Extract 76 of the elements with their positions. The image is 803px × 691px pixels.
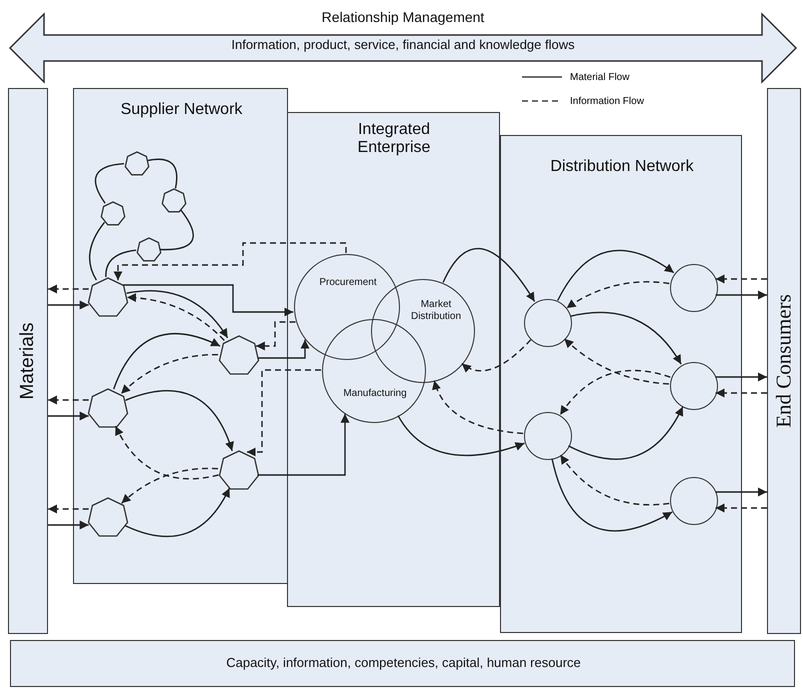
flow-arrow bbox=[48, 520, 89, 530]
flow-arrow bbox=[716, 504, 767, 512]
enterprise-panel bbox=[287, 112, 500, 607]
flow-arrow bbox=[557, 250, 674, 301]
heptagon-node bbox=[125, 152, 149, 176]
flow-arrow bbox=[442, 248, 536, 302]
flow-arrow bbox=[120, 354, 218, 394]
flow-arrow bbox=[48, 412, 89, 420]
flow-arrow bbox=[257, 414, 350, 476]
flow-arrow bbox=[113, 332, 220, 390]
heptagon-node bbox=[88, 278, 128, 318]
connector-line bbox=[105, 250, 136, 277]
panel-title: Supplier Network bbox=[120, 101, 244, 120]
connector-line bbox=[88, 222, 106, 280]
band-label: Materials bbox=[17, 322, 39, 400]
flow-arrow bbox=[716, 388, 767, 398]
circle-node bbox=[670, 264, 718, 312]
legend-label: Information Flow bbox=[570, 96, 644, 106]
flow-arrow bbox=[716, 488, 767, 496]
flow-arrow bbox=[568, 406, 684, 460]
heptagon-node bbox=[219, 336, 259, 376]
flow-arrow bbox=[570, 312, 682, 364]
circle-node bbox=[294, 254, 400, 360]
flow-arrow bbox=[551, 458, 673, 532]
flow-arrow bbox=[48, 284, 89, 294]
flow-arrow bbox=[716, 274, 767, 284]
heptagon-node bbox=[162, 189, 186, 213]
legend-label: Material Flow bbox=[570, 72, 630, 82]
flow-arrow bbox=[48, 504, 89, 514]
band-text: Capacity, information, competencies, capital, human resource bbox=[225, 656, 582, 671]
circle-node bbox=[322, 319, 426, 423]
flow-arrow bbox=[716, 372, 767, 382]
flow-arrow bbox=[560, 454, 670, 506]
band-heading: Relationship Management bbox=[320, 9, 486, 26]
circle-node bbox=[524, 412, 572, 460]
side-band bbox=[767, 88, 801, 634]
connector-line bbox=[148, 158, 178, 188]
circle-node bbox=[524, 299, 572, 347]
flow-arrow bbox=[564, 338, 670, 385]
flow-arrow bbox=[256, 321, 296, 350]
flow-arrow bbox=[125, 390, 234, 452]
heptagon-node bbox=[101, 202, 125, 226]
flow-arrow bbox=[560, 370, 670, 416]
heptagon-node bbox=[137, 238, 161, 262]
flow-arrow bbox=[566, 281, 670, 309]
band-text: Information, product, service, financial and knowledge flows bbox=[230, 38, 576, 53]
panel-title: Distribution Network bbox=[549, 158, 695, 176]
flow-arrow bbox=[716, 290, 767, 300]
heptagon-node bbox=[88, 498, 128, 538]
flow-arrow bbox=[48, 300, 89, 310]
flow-arrow bbox=[397, 415, 525, 456]
flow-arrow bbox=[258, 340, 310, 359]
node-label: Manufacturing bbox=[342, 388, 408, 400]
flow-arrow bbox=[114, 426, 219, 480]
flow-arrow bbox=[124, 488, 230, 538]
node-label: Procurement bbox=[318, 277, 378, 288]
flow-arrow bbox=[246, 369, 321, 456]
flow-arrow bbox=[121, 468, 218, 504]
flow-arrow bbox=[123, 284, 294, 316]
network-panel bbox=[500, 135, 742, 633]
circle-node bbox=[670, 477, 718, 525]
flow-arrow bbox=[114, 242, 347, 280]
bottom-band bbox=[10, 640, 795, 687]
panel-title: Integrated Enterprise bbox=[356, 121, 432, 158]
circle-node bbox=[670, 362, 718, 410]
heptagon-node bbox=[219, 451, 259, 491]
flow-arrow bbox=[432, 380, 524, 434]
band-label: End Consumers bbox=[772, 294, 796, 428]
network-panel bbox=[73, 88, 288, 584]
node-label: Market Distribution bbox=[410, 299, 462, 322]
flow-arrow bbox=[461, 339, 532, 372]
connector-line bbox=[94, 163, 124, 204]
side-band bbox=[8, 88, 48, 634]
heptagon-node bbox=[88, 389, 128, 429]
connector-line bbox=[160, 208, 194, 250]
flow-arrow bbox=[48, 396, 89, 404]
